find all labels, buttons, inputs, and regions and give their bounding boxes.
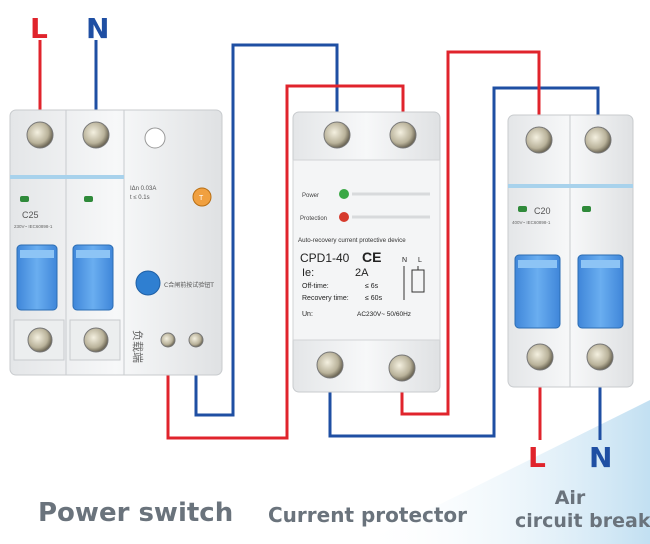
label-live-top: L xyxy=(30,12,48,45)
leak-spec-2: t ≤ 0.1s xyxy=(130,195,150,201)
wire-protector-out-live xyxy=(400,50,541,416)
recovery-value: ≤ 60s xyxy=(365,295,383,302)
caption-air-line2: circuit breaker xyxy=(515,510,650,532)
n-mark: N xyxy=(402,257,407,264)
air-breaker-spec: 400V~ IEC60898-1 xyxy=(512,220,551,225)
seal-badge xyxy=(135,270,161,296)
toggle-lever[interactable] xyxy=(577,254,624,329)
terminal-screw xyxy=(27,327,53,353)
toggle-lever[interactable] xyxy=(514,254,561,329)
current-protector-device: Power Protection Auto-recovery current p… xyxy=(292,111,441,393)
terminal-screw xyxy=(26,121,54,149)
terminal-screw xyxy=(82,121,110,149)
label-neutral-top: N xyxy=(86,12,109,45)
terminal-screw xyxy=(160,332,176,348)
leak-spec: IΔn 0.03A xyxy=(130,186,156,192)
terminal-screw xyxy=(389,121,417,149)
background-band xyxy=(360,400,650,544)
protector-header: Auto-recovery current protective device xyxy=(298,237,406,244)
offtime-value: ≤ 6s xyxy=(365,283,379,290)
recovery-label: Recovery time: xyxy=(302,295,349,302)
ce-mark: CE xyxy=(362,249,381,265)
power-led xyxy=(339,189,349,199)
power-switch-spec: 230V~ IEC60898-1 xyxy=(14,224,53,229)
terminal-screw xyxy=(188,332,204,348)
test-button-label: T xyxy=(199,195,204,202)
toggle-lever[interactable] xyxy=(16,244,58,311)
protection-led xyxy=(339,212,349,222)
label-neutral-bottom: N xyxy=(589,441,612,474)
caption-current-protector: Current protector xyxy=(268,503,468,527)
label-live-bottom: L xyxy=(528,441,546,474)
offtime-label: Off-time: xyxy=(302,283,329,290)
terminal-screw xyxy=(316,351,344,379)
air-breaker-rating: C20 xyxy=(534,206,551,216)
un-value: AC230V~ 50/60Hz xyxy=(357,311,411,318)
terminal-screw xyxy=(526,343,554,371)
protector-model: CPD1-40 xyxy=(300,251,350,265)
caption-power-switch: Power switch xyxy=(38,498,234,528)
ie-label: Ie: xyxy=(302,267,314,279)
load-text: 负载端 xyxy=(131,330,145,363)
test-button[interactable] xyxy=(192,187,212,207)
un-label: Un: xyxy=(302,311,313,318)
terminal-screw xyxy=(388,354,416,382)
power-indicator-label: Power xyxy=(302,193,319,199)
ie-value: 2A xyxy=(355,267,369,279)
l-mark: L xyxy=(418,257,422,264)
terminal-screw xyxy=(586,343,614,371)
air-breaker-device: C20 400V~ IEC60898-1 xyxy=(507,114,634,388)
terminal-screw xyxy=(584,126,612,154)
caption-air-line1: Air xyxy=(554,487,586,509)
seal-text: C合闸前按试验钮T xyxy=(164,281,214,289)
caption-air-breaker: Air circuit breaker xyxy=(515,487,650,533)
terminal-screw xyxy=(525,126,553,154)
wire-protector-out-neutral xyxy=(328,86,600,438)
protection-indicator-label: Protection xyxy=(300,216,327,222)
terminal-screw xyxy=(83,327,109,353)
wire-switch-out-neutral xyxy=(194,43,339,417)
terminal-screw xyxy=(323,121,351,149)
power-switch-device: C25 230V~ IEC60898-1 IΔn 0.03A t ≤ 0.1s … xyxy=(9,109,223,376)
toggle-lever[interactable] xyxy=(72,244,114,311)
wire-switch-out-live xyxy=(166,84,405,440)
power-switch-rating: C25 xyxy=(22,210,39,220)
